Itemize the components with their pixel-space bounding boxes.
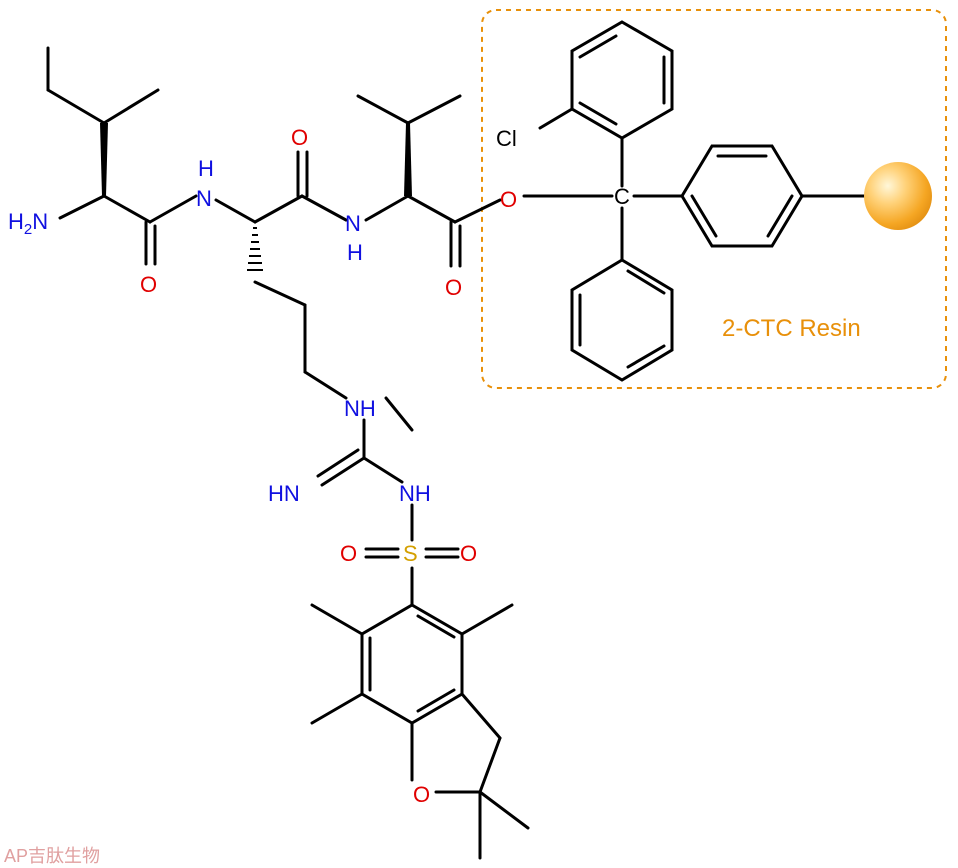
resin-bead-icon xyxy=(864,162,932,230)
atom-nh-arg-val-h: H xyxy=(347,240,363,265)
resin-label: 2-CTC Resin xyxy=(722,315,861,342)
bonds xyxy=(46,20,866,860)
atom-labels: H2N H N N H O O O O Cl C NH HN NH O S O … xyxy=(8,125,630,807)
atom-o-furan: O xyxy=(413,782,430,807)
atom-cl: Cl xyxy=(496,126,517,151)
atom-o-s2: O xyxy=(460,541,477,566)
atom-nh-ile-arg-h: H xyxy=(198,156,214,181)
atom-o-ester: O xyxy=(500,187,517,212)
atom-nh-ile-arg-n: N xyxy=(196,186,212,211)
atom-c-trityl: C xyxy=(614,184,630,209)
atom-nh-arg-val-n: N xyxy=(345,211,361,236)
watermark: AP吉肽生物 xyxy=(4,846,100,866)
atom-s: S xyxy=(403,541,418,566)
atom-nh-side: NH xyxy=(344,396,376,421)
atom-hn-imine: HN xyxy=(268,481,300,506)
atom-o-val: O xyxy=(445,275,462,300)
atom-o-s1: O xyxy=(340,541,357,566)
resin-box xyxy=(481,9,947,389)
atom-o-arg: O xyxy=(291,125,308,150)
atom-o-ile: O xyxy=(140,272,157,297)
atom-nh-sulfonyl: NH xyxy=(399,481,431,506)
